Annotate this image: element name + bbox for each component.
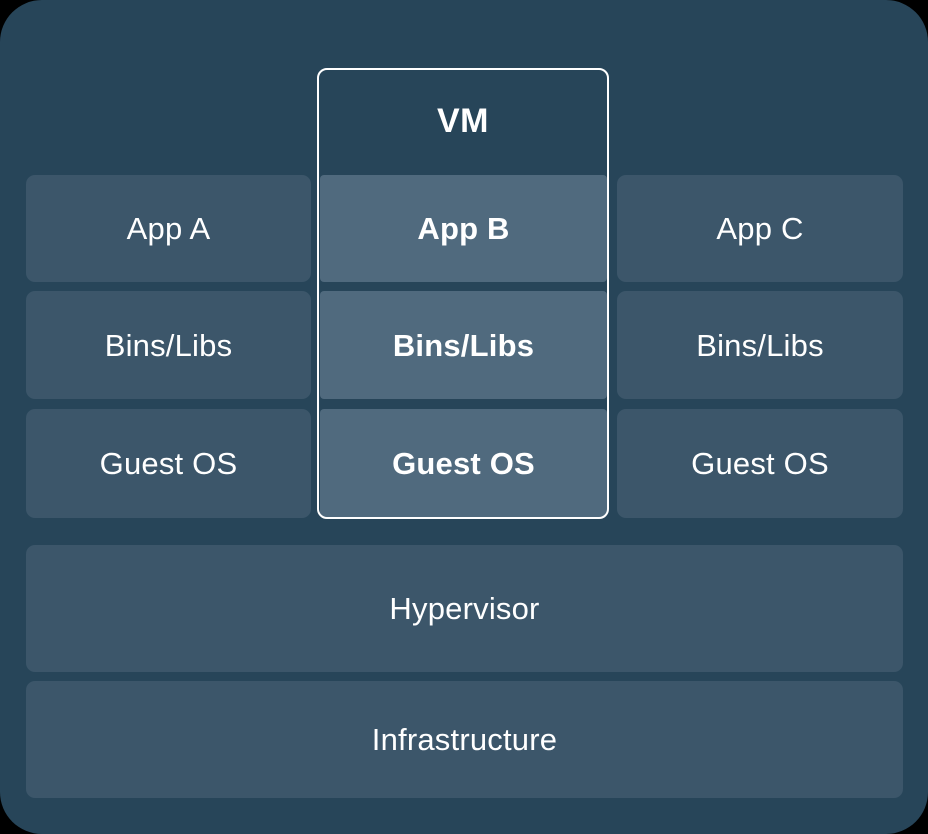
box-bins-libs-b[interactable]: Bins/Libs: [320, 291, 607, 399]
box-guest-os-a[interactable]: Guest OS: [26, 409, 311, 518]
vm-label: VM: [437, 102, 489, 140]
box-app-c[interactable]: App C: [617, 175, 903, 282]
box-app-a[interactable]: App A: [26, 175, 311, 282]
box-guest-os-c[interactable]: Guest OS: [617, 409, 903, 518]
box-bins-libs-c[interactable]: Bins/Libs: [617, 291, 903, 399]
box-hypervisor[interactable]: Hypervisor: [26, 545, 903, 672]
box-guest-os-b[interactable]: Guest OS: [320, 409, 607, 518]
box-bins-libs-a[interactable]: Bins/Libs: [26, 291, 311, 399]
box-infrastructure[interactable]: Infrastructure: [26, 681, 903, 798]
box-app-b[interactable]: App B: [320, 175, 607, 282]
